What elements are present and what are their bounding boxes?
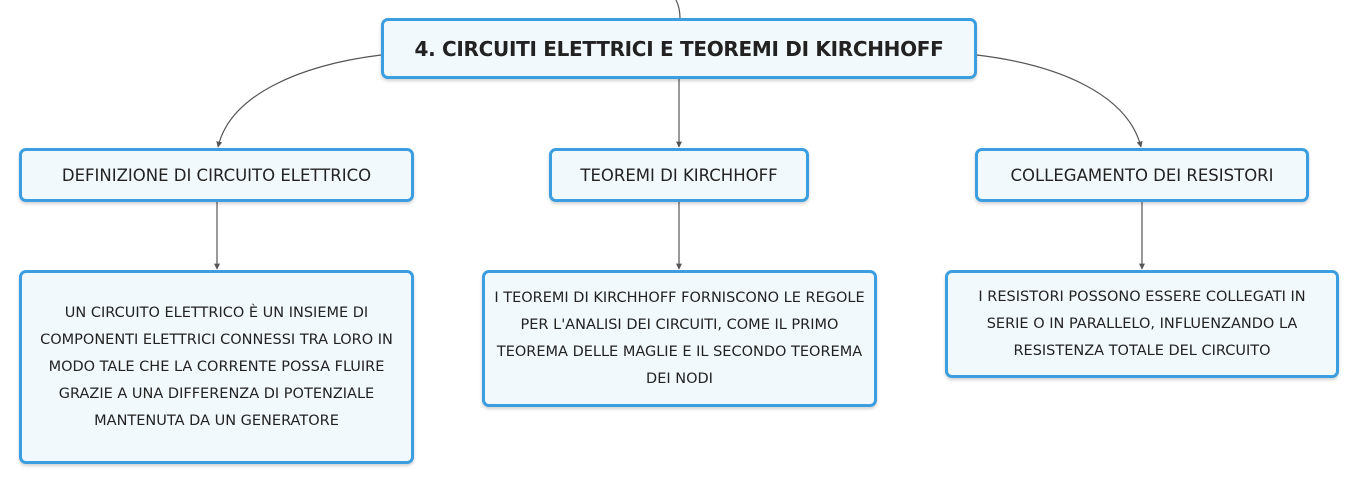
topic-node-kirchhoff-theorems[interactable]: TEOREMI DI KIRCHHOFF bbox=[549, 148, 809, 202]
root-node[interactable]: 4. CIRCUITI ELETTRICI E TEOREMI DI KIRCH… bbox=[381, 18, 977, 79]
detail-node-text: UN CIRCUITO ELETTRICO È UN INSIEME DI CO… bbox=[40, 304, 393, 429]
detail-node-resistor-connection[interactable]: I RESISTORI POSSONO ESSERE COLLEGATI IN … bbox=[945, 270, 1339, 378]
detail-node-circuit-definition[interactable]: UN CIRCUITO ELETTRICO È UN INSIEME DI CO… bbox=[19, 270, 414, 464]
connector-parent-to-root bbox=[675, 0, 681, 19]
root-node-label: 4. CIRCUITI ELETTRICI E TEOREMI DI KIRCH… bbox=[414, 36, 944, 61]
topic-node-label: DEFINIZIONE DI CIRCUITO ELETTRICO bbox=[61, 165, 372, 185]
topic-node-circuit-definition[interactable]: DEFINIZIONE DI CIRCUITO ELETTRICO bbox=[19, 148, 414, 202]
connector-root-to-topic-3 bbox=[976, 54, 1143, 148]
detail-node-kirchhoff-theorems[interactable]: I TEOREMI DI KIRCHHOFF FORNISCONO LE REG… bbox=[482, 270, 877, 407]
connector-root-to-topic-1 bbox=[216, 54, 382, 148]
topic-node-resistor-connection[interactable]: COLLEGAMENTO DEI RESISTORI bbox=[975, 148, 1309, 202]
topic-node-label: COLLEGAMENTO DEI RESISTORI bbox=[1010, 165, 1274, 185]
detail-node-text: I RESISTORI POSSONO ESSERE COLLEGATI IN … bbox=[978, 288, 1306, 359]
topic-node-label: TEOREMI DI KIRCHHOFF bbox=[580, 165, 778, 185]
detail-node-text: I TEOREMI DI KIRCHHOFF FORNISCONO LE REG… bbox=[494, 289, 865, 387]
